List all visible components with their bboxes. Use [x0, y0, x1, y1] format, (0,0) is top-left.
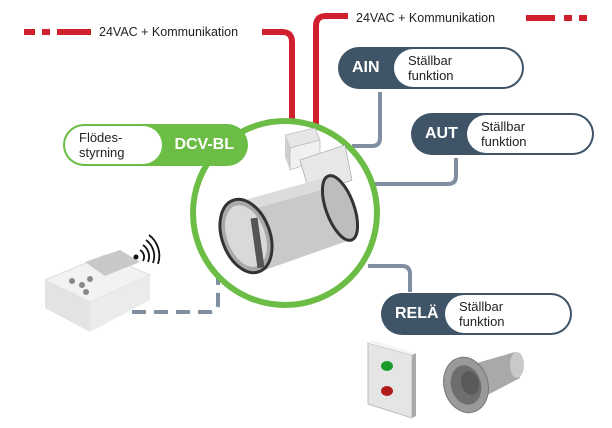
port-aut-tag: AUT: [425, 125, 458, 142]
power-wire-left-label: 24VAC + Kommunikation: [97, 25, 241, 39]
port-rela-line1: Ställbar: [459, 299, 504, 314]
port-ain-line2: funktion: [408, 68, 454, 83]
port-rela-tag: RELÄ: [395, 305, 439, 322]
wireless-room-controller-icon: [43, 250, 152, 332]
signal-wire-ain: [352, 92, 382, 148]
port-rela-line2: funktion: [459, 314, 505, 329]
port-aut-line2: funktion: [481, 134, 527, 149]
dcv-bl-description: Flödes-styrning: [65, 126, 163, 164]
damper-valve-icon: [190, 118, 380, 308]
port-ain-line1: Ställbar: [408, 53, 453, 68]
power-wire-right: [313, 13, 587, 128]
port-aut-line1: Ställbar: [481, 119, 526, 134]
alarm-horn-icon: [443, 352, 524, 414]
power-wire-left: [24, 29, 295, 128]
dcv-bl-label: Flödes-styrning DCV-BL: [63, 124, 248, 166]
dcv-bl-description-line2: styrning: [79, 145, 125, 160]
wireless-signal-icon: [133, 234, 161, 265]
dcv-bl-tag: DCV-BL: [174, 136, 234, 153]
port-ain-tag: AIN: [352, 59, 380, 76]
signal-wire-aut: [372, 158, 458, 186]
power-wire-right-label: 24VAC + Kommunikation: [354, 11, 498, 25]
indicator-lamp-panel-icon: [367, 340, 416, 419]
signal-wire-controller: [110, 278, 220, 314]
signal-wire-rela: [368, 264, 412, 292]
dcv-bl-description-line1: Flödes-: [79, 130, 123, 145]
